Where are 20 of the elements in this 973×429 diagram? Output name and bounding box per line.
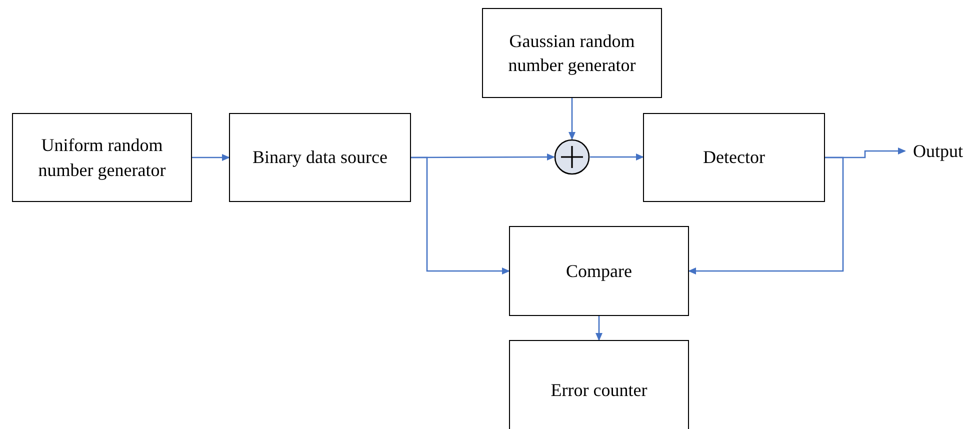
process-box <box>509 226 689 316</box>
box-label: Gaussian random number generator <box>507 30 637 77</box>
arrow <box>411 156 510 274</box>
arrow <box>590 154 644 160</box>
box-label: Uniform random number generator <box>37 134 167 182</box>
box-label: Compare <box>566 260 632 283</box>
arrow <box>596 316 602 341</box>
process-box <box>482 8 662 98</box>
arrow <box>568 98 576 140</box>
arrow <box>192 154 230 161</box>
box-label: Error counter <box>550 378 648 402</box>
process-box <box>509 340 689 429</box>
box-label: Binary data source <box>252 146 388 170</box>
summing-junction <box>554 139 590 175</box>
process-box <box>229 113 411 202</box>
process-box <box>643 113 825 202</box>
box-label: Detector <box>703 146 765 170</box>
output-label: Output <box>905 140 971 162</box>
process-box <box>12 113 192 202</box>
arrow <box>688 156 844 274</box>
